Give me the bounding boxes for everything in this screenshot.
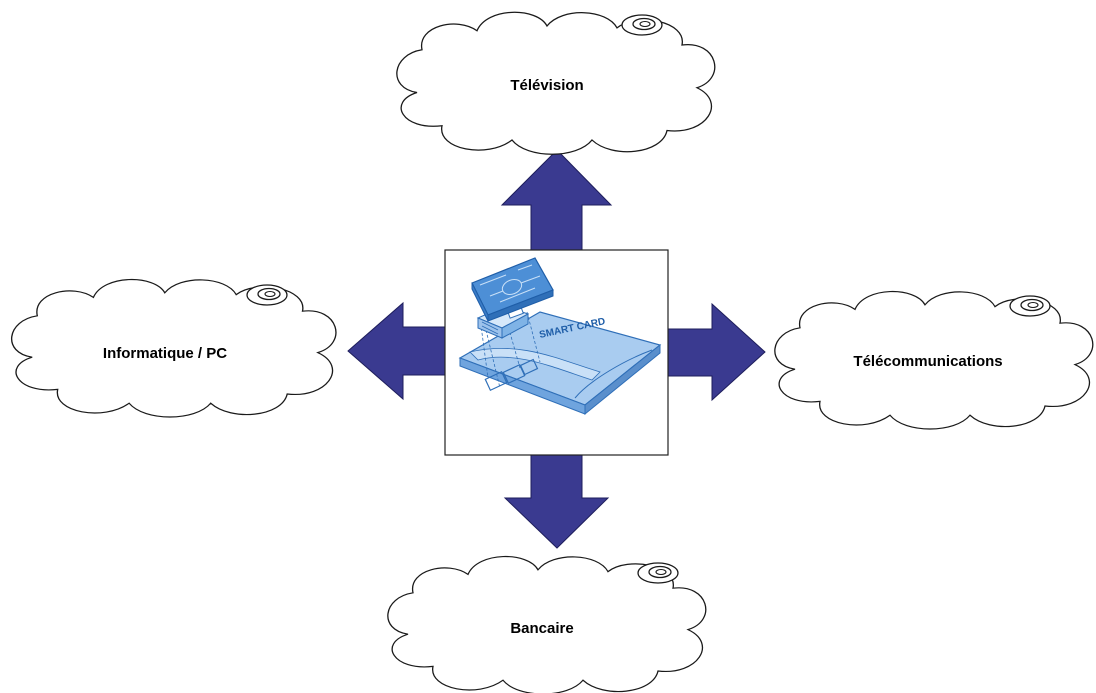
cloud-bancaire: Bancaire: [387, 555, 707, 693]
arrow-down: [503, 453, 610, 549]
arrow-up: [500, 149, 613, 251]
cloud-telecommunications: Télécommunications: [774, 290, 1094, 430]
cloud-label-television: Télévision: [510, 77, 583, 94]
cloud-television: Télévision: [396, 11, 716, 155]
cloud-label-informatique: Informatique / PC: [103, 345, 227, 362]
cloud-label-telecommunications: Télécommunications: [853, 353, 1002, 370]
arrows: [347, 149, 766, 549]
arrow-left: [347, 301, 447, 401]
smart-card-image: SMART CARD: [444, 249, 669, 456]
arrow-right: [667, 302, 766, 402]
cloud-informatique: Informatique / PC: [10, 278, 337, 418]
smart-card-chip-icon: SMART CARD: [458, 257, 662, 416]
cloud-label-bancaire: Bancaire: [510, 620, 573, 637]
